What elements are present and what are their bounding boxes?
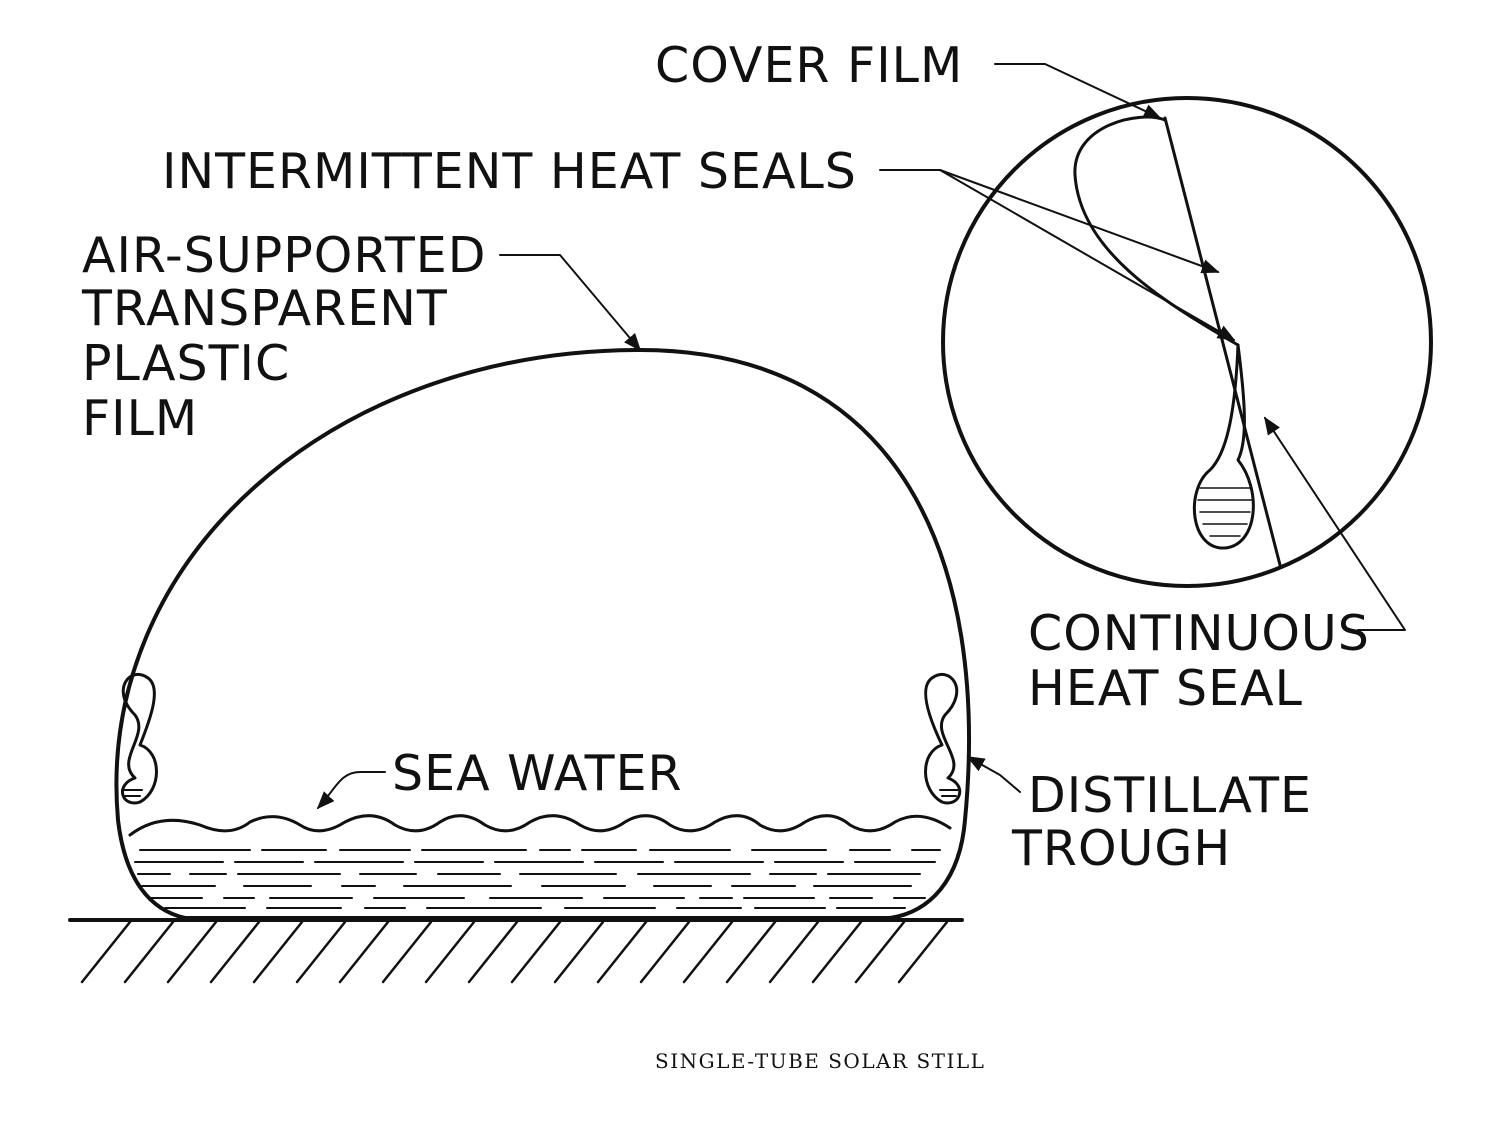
hatch-stroke: [811, 920, 863, 984]
hatch-stroke: [381, 920, 433, 984]
hatch-stroke: [510, 920, 562, 984]
detail-distillate-water: [1197, 487, 1253, 537]
detail-trough-drop: [1192, 343, 1255, 550]
hatch-stroke: [897, 920, 949, 984]
hatch-stroke: [682, 920, 734, 984]
hatch-stroke: [209, 920, 261, 984]
figure-caption: SINGLE-TUBE SOLAR STILL: [655, 1049, 985, 1073]
sea-water-body: [134, 849, 941, 909]
hatch-stroke: [295, 920, 347, 984]
right-distillate-trough: [924, 672, 962, 805]
hatch-stroke: [639, 920, 691, 984]
label-continuous-line1: CONTINUOUS: [1028, 605, 1370, 662]
detail-circle: [941, 96, 1433, 588]
hatch-stroke: [553, 920, 605, 984]
ground-hatching: [80, 920, 949, 984]
hatch-stroke: [252, 920, 304, 984]
hatch-stroke: [854, 920, 906, 984]
label-air-supported-line3: PLASTIC: [82, 335, 290, 392]
label-air-supported-line4: FILM: [82, 390, 198, 447]
label-distillate-line2: TROUGH: [1011, 820, 1231, 877]
hatch-stroke: [596, 920, 648, 984]
label-air-supported-line1: AIR-SUPPORTED: [82, 227, 486, 284]
leader-lines: [316, 63, 1406, 810]
label-intermittent-heat-seals: INTERMITTENT HEAT SEALS: [162, 143, 857, 200]
label-cover-film: COVER FILM: [655, 37, 963, 94]
left-distillate-trough: [121, 672, 158, 805]
hatch-stroke: [123, 920, 175, 984]
hatch-stroke: [768, 920, 820, 984]
hatch-stroke: [338, 920, 390, 984]
hatch-stroke: [166, 920, 218, 984]
detail-cover-film: [1163, 116, 1282, 567]
sea-water-surface: [128, 814, 952, 837]
hatch-stroke: [467, 920, 519, 984]
label-air-supported-line2: TRANSPARENT: [81, 280, 448, 337]
label-continuous-line2: HEAT SEAL: [1028, 660, 1303, 717]
ground: [68, 918, 964, 984]
label-distillate-line1: DISTILLATE: [1028, 767, 1312, 824]
hatch-stroke: [725, 920, 777, 984]
hatch-stroke: [424, 920, 476, 984]
label-sea-water: SEA WATER: [392, 745, 683, 802]
hatch-stroke: [80, 920, 132, 984]
tube-outline: [114, 348, 972, 920]
